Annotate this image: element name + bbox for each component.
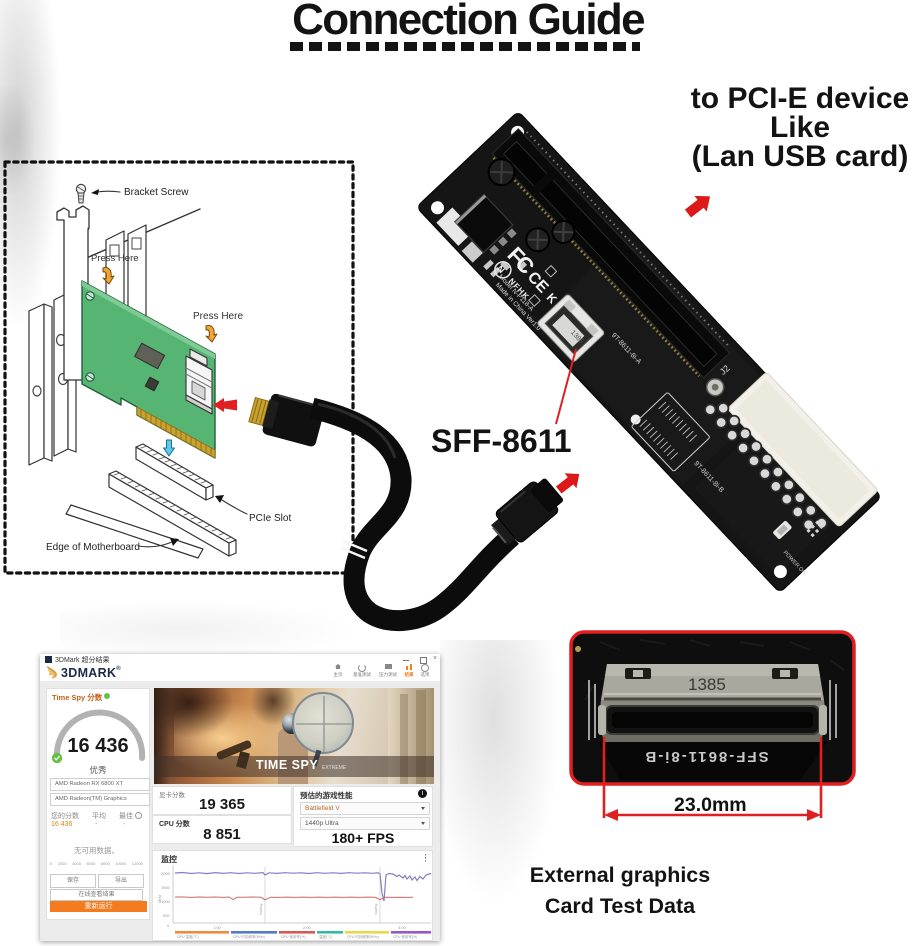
svg-text:1500: 1500 — [161, 885, 171, 890]
svg-text:GPU 使用率(%): GPU 使用率(%) — [281, 934, 306, 939]
svg-text:CPU 时钟频率(MHz): CPU 时钟频率(MHz) — [347, 934, 379, 939]
svg-text:2:00: 2:00 — [303, 925, 312, 930]
svg-text:3:00: 3:00 — [398, 925, 407, 930]
svg-text:2000: 2000 — [161, 871, 171, 876]
svg-text:500: 500 — [163, 913, 170, 918]
svg-text:23.0mm: 23.0mm — [674, 794, 747, 816]
svg-text:Press Here: Press Here — [193, 311, 243, 322]
svg-text:SFF-8611-8i-B: SFF-8611-8i-B — [643, 748, 768, 765]
svg-text:Press Here: Press Here — [91, 253, 139, 264]
svg-text:loading: loading — [259, 904, 263, 915]
svg-text:1000: 1000 — [161, 899, 171, 904]
svg-text:MHz: MHz — [157, 895, 162, 903]
svg-text:0: 0 — [167, 923, 170, 928]
svg-text:Bracket Screw: Bracket Screw — [124, 187, 189, 198]
svg-text:温度(°C): 温度(°C) — [319, 934, 332, 939]
svg-text:1:00: 1:00 — [213, 925, 222, 930]
svg-text:N: N — [495, 263, 507, 275]
svg-text:PCIe Slot: PCIe Slot — [249, 513, 291, 524]
svg-text:CPU 使用率(%): CPU 使用率(%) — [393, 934, 417, 939]
svg-text:loading: loading — [374, 904, 378, 915]
svg-text:GPU 时钟频率(MHz): GPU 时钟频率(MHz) — [233, 934, 265, 939]
svg-text:Edge of Motherboard: Edge of Motherboard — [46, 542, 140, 553]
svg-text:1385: 1385 — [688, 675, 726, 694]
svg-text:GPU 温度(°C): GPU 温度(°C) — [177, 934, 199, 939]
